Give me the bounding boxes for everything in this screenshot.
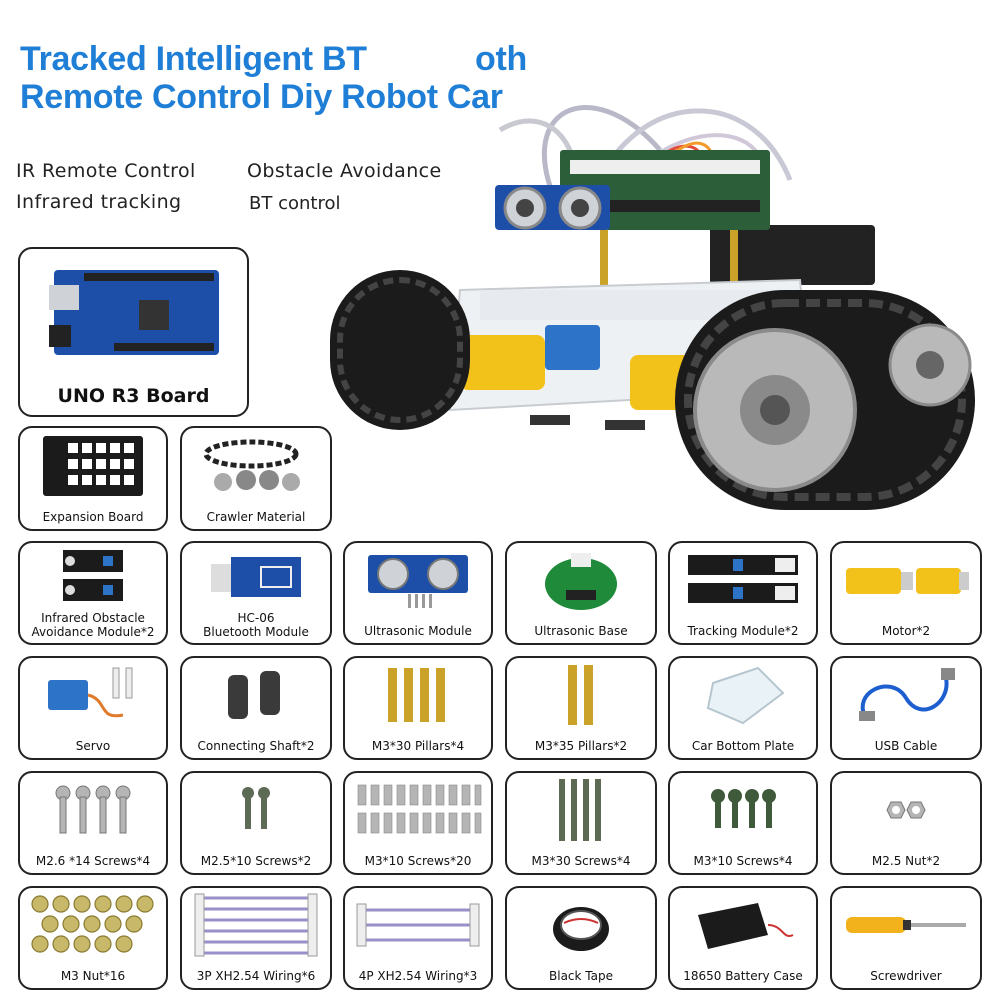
part-card-bluetooth: HC-06 Bluetooth Module (180, 541, 332, 645)
part-label-wiring3p: 3P XH2.54 Wiring*6 (196, 969, 316, 983)
wiring-4p-image (345, 888, 491, 962)
part-label-bottom-plate: Car Bottom Plate (691, 739, 795, 753)
connecting-shaft-image (182, 658, 330, 732)
part-card-m3nut: M3 Nut*16 (18, 886, 168, 990)
part-label-m26screws: M2.6 *14 Screws*4 (35, 854, 151, 868)
part-card-motor: Motor*2 (830, 541, 982, 645)
feature-bt-control: BT control (249, 193, 341, 214)
part-label-servo: Servo (75, 739, 111, 753)
screwdriver-image (832, 888, 980, 962)
part-label-m3nut: M3 Nut*16 (60, 969, 126, 983)
m26-screws-image (20, 773, 166, 847)
part-card-uno: UNO R3 Board (18, 247, 249, 417)
part-label-m3x30screws: M3*30 Screws*4 (531, 854, 631, 868)
title-line-2: Remote Control Diy Robot Car (20, 78, 503, 116)
part-card-m25screws: M2.5*10 Screws*2 (180, 771, 332, 875)
part-card-servo: Servo (18, 656, 168, 760)
title-line-1b: oth (475, 40, 527, 78)
part-label-battery: 18650 Battery Case (683, 969, 803, 983)
title-line-1a: Tracked Intelligent BT (20, 40, 367, 78)
bluetooth-module-image (182, 543, 330, 611)
uno-board-image (20, 249, 247, 375)
part-label-motor: Motor*2 (881, 624, 931, 638)
part-card-pillars35: M3*35 Pillars*2 (505, 656, 657, 760)
part-card-bottom-plate: Car Bottom Plate (668, 656, 818, 760)
ir-obstacle-image (20, 543, 166, 611)
wiring-3p-image (182, 888, 330, 962)
part-card-m25nut: M2.5 Nut*2 (830, 771, 982, 875)
part-card-ir-obstacle: Infrared Obstacle Avoidance Module*2 (18, 541, 168, 645)
part-card-tape: Black Tape (505, 886, 657, 990)
part-card-screwdriver: Screwdriver (830, 886, 982, 990)
part-label-pillars35: M3*35 Pillars*2 (534, 739, 628, 753)
black-tape-image (507, 888, 655, 962)
part-label-ir-obstacle: Infrared Obstacle Avoidance Module*2 (22, 611, 164, 639)
part-label-wiring4p: 4P XH2.54 Wiring*3 (358, 969, 478, 983)
crawler-material-image (182, 428, 330, 503)
m25-nut-image (832, 773, 980, 847)
battery-case-image (670, 888, 816, 962)
feature-infrared-tracking: Infrared tracking (16, 191, 182, 213)
m3-nut-image (20, 888, 166, 962)
feature-obstacle-avoidance: Obstacle Avoidance (247, 160, 442, 182)
part-label-crawler: Crawler Material (206, 510, 306, 524)
part-label-m3x10screws4: M3*10 Screws*4 (693, 854, 793, 868)
bottom-plate-image (670, 658, 816, 732)
part-card-usb: USB Cable (830, 656, 982, 760)
part-card-m26screws: M2.6 *14 Screws*4 (18, 771, 168, 875)
part-label-m25screws: M2.5*10 Screws*2 (200, 854, 312, 868)
m25-screws-image (182, 773, 330, 847)
tracking-module-image (670, 543, 816, 617)
part-label-ultrasonic: Ultrasonic Module (364, 624, 472, 638)
m3x10-screws-20-image (345, 773, 491, 847)
expansion-board-image (20, 428, 166, 503)
part-card-m3x10screws4: M3*10 Screws*4 (668, 771, 818, 875)
part-label-ir-line2: Avoidance Module*2 (31, 625, 155, 639)
part-card-m3x30screws: M3*30 Screws*4 (505, 771, 657, 875)
part-card-pillars30: M3*30 Pillars*4 (343, 656, 493, 760)
part-label-ir-line1: Infrared Obstacle (41, 611, 145, 625)
part-card-tracking: Tracking Module*2 (668, 541, 818, 645)
part-label-shaft: Connecting Shaft*2 (197, 739, 315, 753)
part-card-crawler: Crawler Material (180, 426, 332, 531)
part-label-m3x10screws20: M3*10 Screws*20 (364, 854, 472, 868)
product-title: Tracked Intelligent BT oth Remote Contro… (20, 40, 527, 116)
part-label-screwdriver: Screwdriver (870, 969, 942, 983)
part-card-battery: 18650 Battery Case (668, 886, 818, 990)
part-card-shaft: Connecting Shaft*2 (180, 656, 332, 760)
part-card-expansion: Expansion Board (18, 426, 168, 531)
part-label-bt-line1: HC-06 (237, 611, 275, 625)
part-label-uno: UNO R3 Board (57, 385, 210, 407)
feature-ir-remote: IR Remote Control (16, 160, 196, 182)
motor-image (832, 543, 980, 617)
pillars-35-image (507, 658, 655, 732)
part-label-m25nut: M2.5 Nut*2 (871, 854, 941, 868)
ultrasonic-module-image (345, 543, 491, 617)
part-label-bluetooth: HC-06 Bluetooth Module (184, 611, 328, 639)
part-card-m3x10screws20: M3*10 Screws*20 (343, 771, 493, 875)
part-card-wiring3p: 3P XH2.54 Wiring*6 (180, 886, 332, 990)
part-card-ultrasonic: Ultrasonic Module (343, 541, 493, 645)
servo-image (20, 658, 166, 732)
usb-cable-image (832, 658, 980, 732)
m3x30-screws-image (507, 773, 655, 847)
part-label-bt-line2: Bluetooth Module (203, 625, 309, 639)
part-label-expansion: Expansion Board (42, 510, 144, 524)
part-label-tracking: Tracking Module*2 (687, 624, 799, 638)
part-label-tape: Black Tape (549, 969, 613, 983)
part-label-pillars30: M3*30 Pillars*4 (371, 739, 465, 753)
part-label-ultrasonic-base: Ultrasonic Base (534, 624, 628, 638)
part-card-wiring4p: 4P XH2.54 Wiring*3 (343, 886, 493, 990)
part-card-ultrasonic-base: Ultrasonic Base (505, 541, 657, 645)
robot-car-image (330, 90, 980, 520)
ultrasonic-base-image (507, 543, 655, 617)
pillars-30-image (345, 658, 491, 732)
part-label-usb: USB Cable (874, 739, 938, 753)
m3x10-screws-4-image (670, 773, 816, 847)
